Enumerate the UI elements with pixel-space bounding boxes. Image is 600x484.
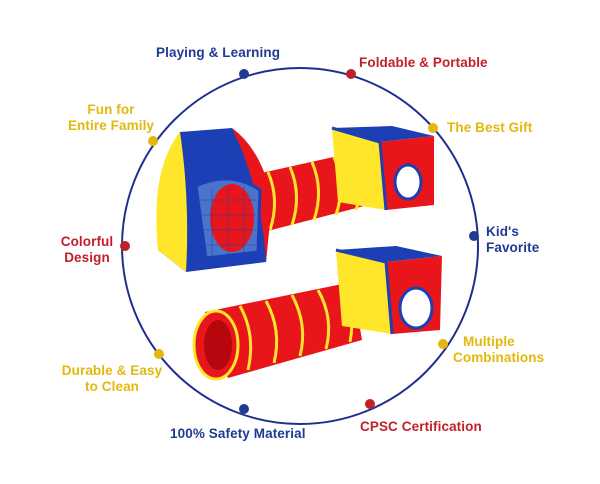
dot-colorful — [120, 241, 130, 251]
label-multiple-combinations-line2: Combinations — [453, 350, 545, 365]
label-fun: Fun for Entire Family — [60, 102, 162, 134]
label-fun-line1: Fun for — [87, 102, 135, 117]
dot-fun — [148, 136, 158, 146]
label-colorful-line1: Colorful — [60, 234, 114, 249]
dot-safety-material — [239, 404, 249, 414]
label-fun-line2: Entire Family — [67, 118, 155, 133]
label-durable-line1: Durable & Easy — [61, 363, 163, 378]
label-safety-material: 100% Safety Material — [170, 426, 306, 442]
dot-multiple-combinations — [438, 339, 448, 349]
label-kids-favorite-line2: Favorite — [486, 240, 540, 255]
label-playing-learning-text: Playing & Learning — [156, 45, 281, 60]
label-multiple-combinations: Multiple Combinations — [453, 334, 544, 366]
label-foldable-portable-text: Foldable & Portable — [359, 55, 488, 70]
label-foldable-portable: Foldable & Portable — [359, 55, 488, 71]
label-cpsc: CPSC Certification — [360, 419, 482, 435]
bottom-tunnel — [192, 282, 362, 381]
label-multiple-combinations-line1: Multiple — [463, 334, 515, 349]
label-colorful: Colorful Design — [54, 234, 120, 266]
dot-playing-learning — [239, 69, 249, 79]
top-cube — [331, 126, 434, 211]
label-best-gift-text: The Best Gift — [447, 120, 533, 135]
bottom-cube — [335, 246, 442, 335]
label-safety-material-text: 100% Safety Material — [170, 426, 306, 441]
dot-kids-favorite — [469, 231, 479, 241]
dot-durable — [154, 349, 164, 359]
label-cpsc-text: CPSC Certification — [360, 419, 482, 434]
label-kids-favorite-line1: Kid's — [486, 224, 519, 239]
label-playing-learning: Playing & Learning — [156, 45, 280, 61]
dot-cpsc — [365, 399, 375, 409]
dot-foldable-portable — [346, 69, 356, 79]
label-durable-line2: to Clean — [84, 379, 140, 394]
dot-best-gift — [428, 123, 438, 133]
label-kids-favorite: Kid's Favorite — [486, 224, 539, 256]
label-durable: Durable & Easy to Clean — [56, 363, 168, 395]
triangle-tent — [156, 128, 272, 272]
label-best-gift: The Best Gift — [447, 120, 532, 136]
label-colorful-line2: Design — [64, 250, 110, 265]
